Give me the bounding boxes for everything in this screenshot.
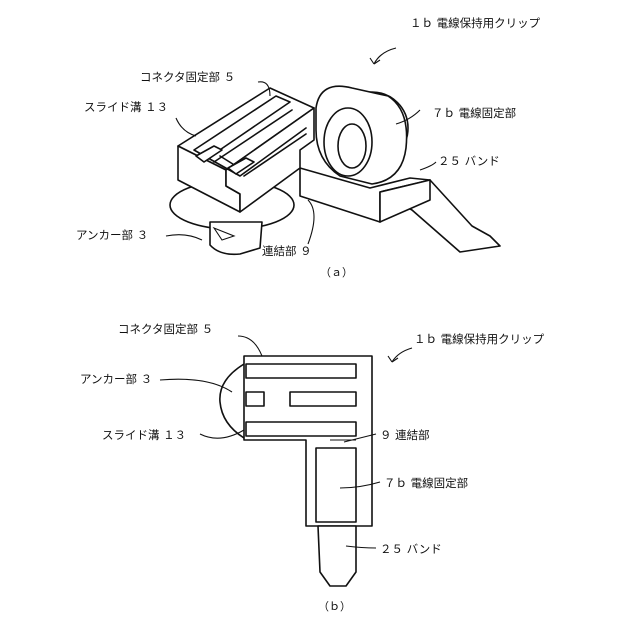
groove-mid (290, 392, 356, 406)
fig-b-label-anchor: アンカー部 ３ (80, 372, 152, 386)
fig-b-label-wire-fix: ７ｂ 電線固定部 (384, 476, 468, 490)
groove-left (246, 392, 264, 406)
wire-fix-opening (316, 448, 356, 522)
fig-b-label-slide-groove: スライド溝 １３ (102, 428, 186, 442)
groove-top (246, 364, 356, 378)
groove-bottom (246, 422, 356, 436)
band-b (318, 526, 356, 586)
anchor-arc (220, 364, 244, 438)
fig-b-label-joint: ９ 連結部 (380, 428, 430, 442)
fig-b-label-clip: １ｂ 電線保持用クリップ (414, 332, 544, 346)
fig-b-caption: （ｂ） (318, 598, 351, 614)
fig-b-label-connector-fix: コネクタ固定部 ５ (118, 322, 213, 336)
fig-b-label-band: ２５ バンド (380, 542, 442, 556)
